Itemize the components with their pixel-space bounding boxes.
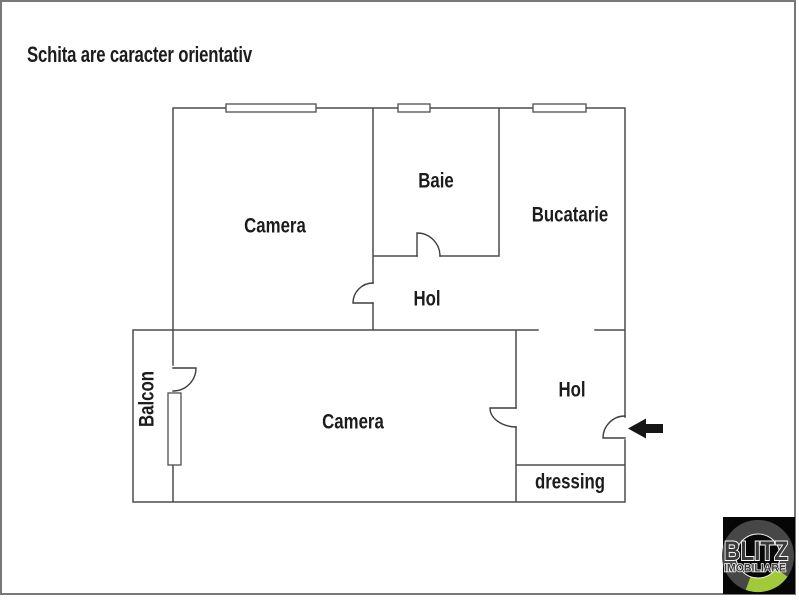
disclaimer-note: Schita are caracter orientativ	[27, 42, 252, 67]
window-symbols	[167, 103, 587, 466]
room-label-hol-top: Hol	[413, 287, 441, 311]
logo-green-arc	[745, 568, 788, 592]
logo-word-imobiliare: IMOBILIARE	[724, 563, 786, 575]
room-label-hol-bottom: Hol	[558, 378, 586, 402]
walls	[132, 107, 626, 503]
window-symbol-camera-top	[225, 103, 317, 113]
room-label-balcon: Balcon	[135, 370, 159, 428]
room-label-bucatarie: Bucatarie	[531, 203, 609, 227]
window-symbol-baie	[397, 103, 431, 113]
blitz-imobiliare-logo: BLITZ IMOBILIARE	[722, 517, 795, 594]
room-label-baie: Baie	[418, 169, 454, 193]
window-symbol-balcon	[167, 392, 182, 466]
entrance-arrow-icon	[628, 418, 663, 439]
room-label-camera-top: Camera	[244, 214, 306, 238]
logo-word-blitz: BLITZ	[724, 536, 788, 566]
door-symbol-camera-top	[352, 282, 374, 304]
door-symbol-entrance	[602, 415, 626, 439]
door-symbol-camera-bottom	[489, 407, 517, 428]
door-symbol-balcon	[172, 367, 197, 392]
logo-inner-highlight	[735, 533, 781, 579]
door-symbol-baie	[416, 232, 441, 257]
room-label-camera-bottom: Camera	[322, 410, 384, 434]
window-symbol-bucatarie	[532, 103, 587, 113]
door-symbols	[172, 232, 626, 439]
room-label-dressing: dressing	[534, 470, 606, 494]
